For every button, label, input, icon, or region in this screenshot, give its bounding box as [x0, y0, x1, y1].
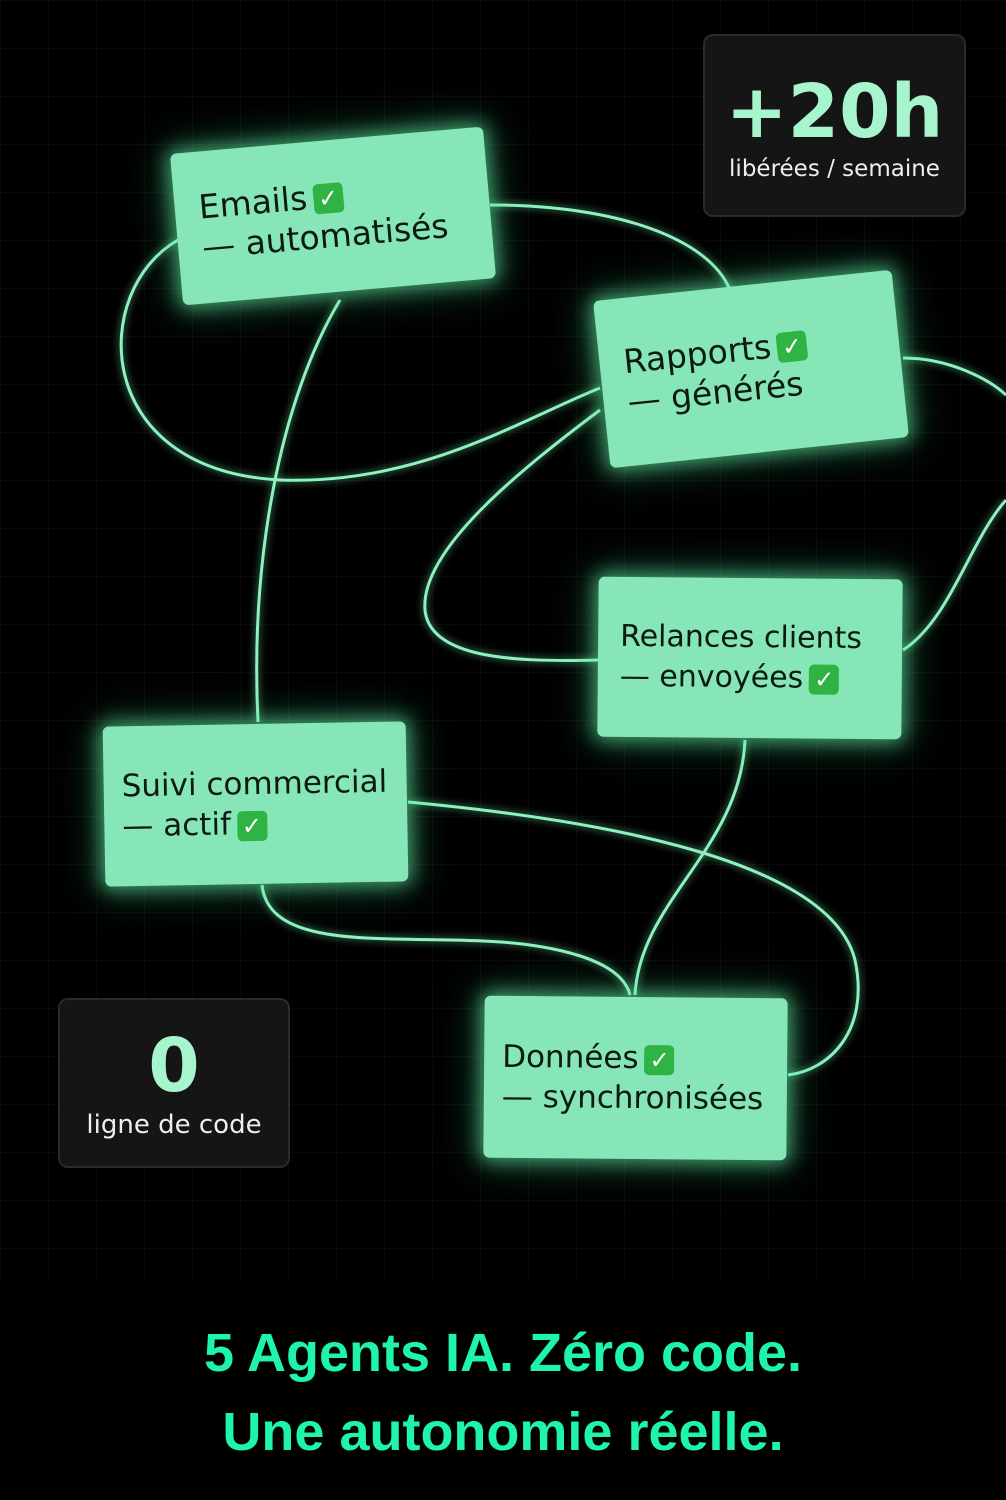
connector [407, 800, 860, 1077]
check-icon: ✓ [644, 1044, 675, 1075]
connector [902, 498, 1006, 652]
connector [255, 299, 342, 723]
stat-label: ligne de code [86, 1110, 262, 1140]
card-title: Suivi commercial [121, 763, 388, 805]
check-icon: ✓ [809, 664, 840, 695]
connector [902, 356, 1006, 397]
connector [119, 238, 601, 482]
check-icon: ✓ [236, 810, 268, 841]
card-status: — envoyées [619, 658, 804, 696]
connector [489, 203, 732, 291]
agent-card-emails: Emails✓ — automatisés [169, 126, 497, 306]
agent-card-rapports: Rapports✓ — générés [593, 269, 909, 469]
connector [423, 408, 601, 662]
connector [260, 884, 632, 996]
agent-card-relances: Relances clients — envoyées✓ [597, 576, 903, 740]
code-lines-stat: 0 ligne de code [58, 998, 290, 1168]
card-title: Données [502, 1038, 639, 1077]
card-title: Relances clients [620, 618, 863, 656]
stat-label: libérées / semaine [729, 156, 940, 182]
card-status: — actif [122, 806, 232, 845]
headline-line-2: Une autonomie réelle. [222, 1402, 784, 1462]
connector [633, 739, 747, 996]
connector-lines [119, 203, 1006, 1077]
agent-card-donnees: Données✓ — synchronisées [483, 995, 788, 1161]
stat-value: +20h [725, 69, 944, 155]
agent-card-suivi: Suivi commercial — actif✓ [102, 721, 409, 887]
check-icon: ✓ [311, 181, 345, 215]
card-status: — synchronisées [501, 1078, 764, 1118]
stat-value: 0 [148, 1023, 200, 1109]
check-icon: ✓ [775, 329, 809, 363]
headline-line-1: 5 Agents IA. Zéro code. [203, 1323, 803, 1383]
hours-saved-stat: +20h libérées / semaine [703, 34, 966, 217]
